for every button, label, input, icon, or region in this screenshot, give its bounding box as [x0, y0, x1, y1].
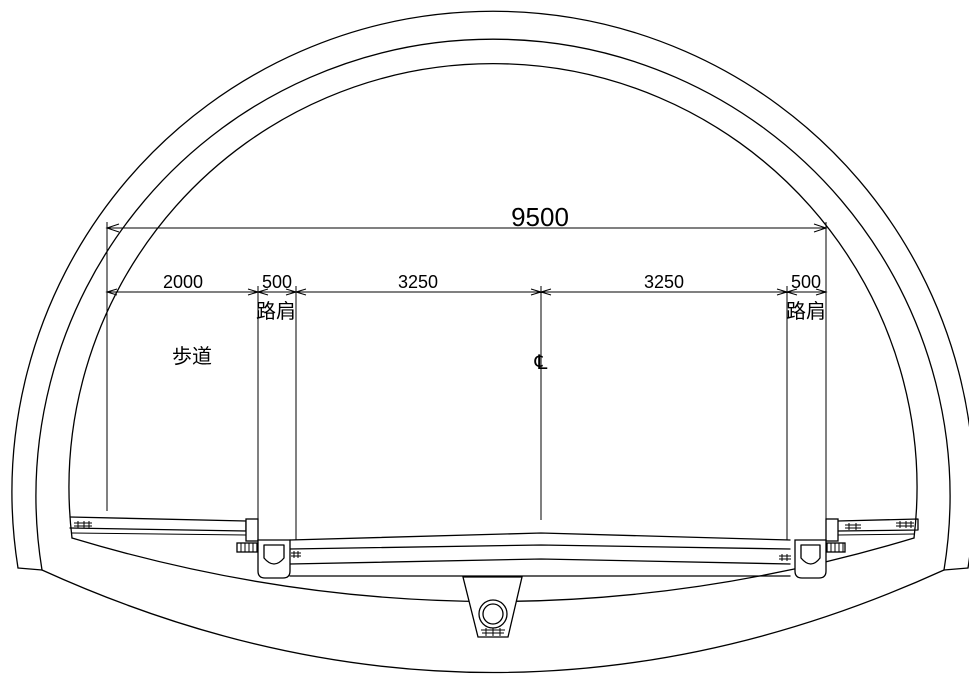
left-sidewalk-underline [71, 532, 247, 536]
dimension-labels: 9500 2000 500 3250 3250 500 [163, 202, 821, 292]
pavement-top-line [289, 532, 791, 541]
drain-bedding-hatch [481, 628, 505, 636]
pavement-lower-line [289, 544, 791, 550]
lining-end-right [943, 567, 969, 571]
right-sidewalk-structure [794, 518, 919, 579]
left-curb-hatch-block [236, 542, 258, 553]
center-drain [462, 576, 523, 638]
left-sidewalk-structure [69, 516, 291, 579]
outer-lining-arc [11, 10, 969, 569]
left-curb-hatch-lines [240, 543, 254, 552]
area-labels: 路肩 路肩 歩道 ℄ [172, 300, 826, 374]
right-shoulder-label: 路肩 [786, 300, 826, 323]
dimension-lines [105, 222, 828, 540]
inner-lining-arc [68, 63, 918, 539]
left-sidewalk-hatch [74, 521, 92, 528]
middle-lining-arc [35, 38, 951, 571]
right-sidewalk-slab [837, 518, 919, 532]
right-sidewalk-hatch-2 [845, 523, 861, 530]
right-gutter-inner [800, 544, 821, 565]
base-course-line [289, 558, 791, 565]
left-shoulder-width-label: 500 [262, 272, 292, 292]
left-lane-width-label: 3250 [398, 272, 438, 292]
lining-end-left [17, 567, 43, 571]
right-sidewalk-underline [837, 533, 915, 536]
left-gutter-outer [257, 539, 291, 579]
tunnel-lining [11, 10, 969, 571]
pavement-hatch-left [291, 551, 301, 558]
left-sidewalk-slab [69, 516, 247, 532]
centerline-symbol: ℄ [534, 352, 548, 374]
segment-arrows [105, 288, 828, 296]
total-width-label: 9500 [511, 202, 569, 232]
right-sidewalk-hatch [896, 521, 914, 528]
left-curb [245, 518, 259, 542]
right-curb-hatch-lines [830, 543, 844, 552]
right-lane-width-label: 3250 [644, 272, 684, 292]
right-shoulder-width-label: 500 [791, 272, 821, 292]
pavement-hatch-right [779, 554, 791, 561]
right-curb-hatch-block [826, 542, 846, 553]
sidewalk-label: 歩道 [172, 345, 212, 368]
left-shoulder-label: 路肩 [256, 300, 296, 323]
drain-pipe-inner [482, 603, 504, 625]
left-gutter-inner [263, 544, 285, 565]
right-curb [825, 518, 839, 542]
outer-invert-curve [41, 569, 945, 674]
sidewalk-width-label: 2000 [163, 272, 203, 292]
road-pavement [289, 532, 791, 577]
right-gutter-outer [794, 539, 827, 579]
